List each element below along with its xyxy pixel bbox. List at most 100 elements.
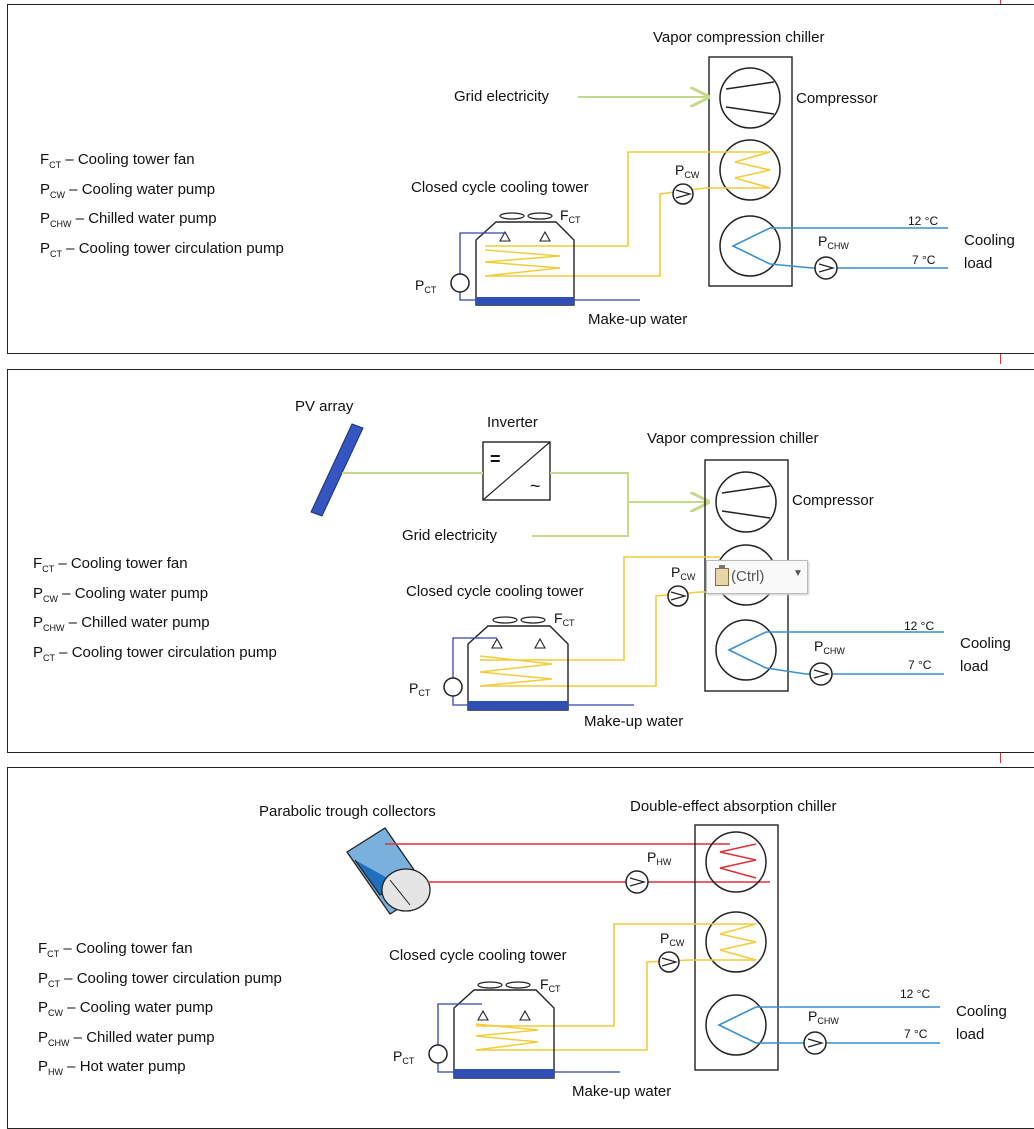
fan-icon [499,212,525,220]
svg-text:~: ~ [530,476,541,496]
fan-icon [477,981,503,989]
legend-item: FCT – Cooling tower fan [33,555,188,574]
chiller-title: Vapor compression chiller [647,430,818,447]
cooling-load-label: Cooling [960,635,1011,652]
svg-text:=: = [490,449,501,469]
chiller-housing [694,824,779,1071]
legend-item: PCHW – Chilled water pump [38,1028,215,1048]
tower-circulation-pump-icon [428,1044,448,1064]
pv-panel-icon [310,423,364,517]
condenser-icon [719,139,781,201]
legend-panel3: FCT – Cooling tower fan PCT – Cooling to… [38,937,282,1085]
cooling-load-label: Cooling [956,1003,1007,1020]
legend-item: PCW – Cooling water pump [40,180,216,200]
return-temp-label: 7 °C [904,1027,928,1041]
inverter-label: Inverter [487,414,538,431]
clipboard-icon [715,565,729,586]
cooling-water-pump-icon [658,951,680,973]
grid-electricity-label: Grid electricity [454,88,550,105]
cooling-tower-icon [475,221,575,306]
parabolic-trough-icon [346,827,431,915]
fct-label: FCT [554,610,575,628]
diagram-panel-grid-chiller [7,4,1034,354]
pchw-label: PCHW [814,638,845,656]
legend-item: PHW – Hot water pump [38,1058,186,1077]
condenser-icon [705,911,767,973]
compressor-label: Compressor [796,90,878,107]
cooling-load-label-2: load [964,255,992,272]
legend-item: PCHW – Chilled water pump [40,210,217,229]
pct-label: PCT [393,1048,415,1066]
paste-options-button[interactable]: (Ctrl) ▼ [706,560,808,594]
tower-circulation-pump-icon [450,273,470,293]
cooling-water-pump-icon [667,585,689,607]
fct-label: FCT [560,207,581,225]
evaporator-icon [719,215,781,277]
pct-label: PCT [409,680,431,698]
chevron-down-icon: ▼ [793,568,803,579]
pcw-label: PCW [675,162,700,180]
pchw-label: PCHW [818,233,849,251]
diagram-panel-pv-chiller [7,369,1034,753]
makeup-water-label: Make-up water [584,713,683,730]
cooling-tower-label: Closed cycle cooling tower [389,947,567,964]
pcw-label: PCW [671,564,696,582]
chilled-water-pump-icon [803,1031,827,1055]
collectors-label: Parabolic trough collectors [259,803,436,820]
grid-power-line [532,502,706,537]
compressor-label: Compressor [792,492,874,509]
tower-circulation-pump-icon [443,677,463,697]
pcw-label: PCW [660,930,685,948]
evaporator-icon [715,619,777,681]
evaporator-icon [705,994,767,1056]
legend-item: FCT – Cooling tower fan [38,940,193,959]
legend-item: PCHW – Chilled water pump [33,614,210,633]
chilled-water-pump-icon [814,256,838,280]
spray-nozzle-icon [477,1009,531,1021]
legend-item: PCT – Cooling tower circulation pump [38,969,282,989]
legend-item: FCT – Cooling tower fan [40,151,195,170]
cooling-load-label-2: load [956,1026,984,1043]
page-edge-mark [1000,352,1001,364]
supply-temp-label: 12 °C [908,214,938,228]
supply-temp-label: 12 °C [904,619,934,633]
cooling-water-pump-icon [672,183,694,205]
panel1-diagram: Vapor compression chiller Grid electrici… [411,29,1015,328]
spray-nozzle-icon [499,230,551,242]
chilled-water-pump-icon [809,662,833,686]
supply-temp-label: 12 °C [900,987,930,1001]
chiller-title: Double-effect absorption chiller [630,798,837,815]
cooling-load-label-2: load [960,658,988,675]
legend-panel2: FCT – Cooling tower fan PCW – Cooling wa… [33,552,277,670]
generator-icon [705,831,767,893]
legend-item: PCT – Cooling tower circulation pump [33,643,277,663]
legend-item: PCW – Cooling water pump [33,584,209,604]
return-temp-label: 7 °C [908,658,932,672]
makeup-water-label: Make-up water [588,311,687,328]
panel2-diagram: PV array Inverter = ~ Grid electricity V… [295,398,1011,730]
compressor-icon [719,67,781,129]
phw-label: PHW [647,849,672,867]
cooling-tower-label: Closed cycle cooling tower [411,179,589,196]
chiller-housing [708,56,793,287]
paste-options-label: (Ctrl) [731,568,765,585]
legend-item: PCW – Cooling water pump [38,999,214,1018]
fct-label: FCT [540,976,561,994]
hot-water-pump-icon [625,870,649,894]
chiller-title: Vapor compression chiller [653,29,824,46]
cooling-tower-label: Closed cycle cooling tower [406,583,584,600]
makeup-water-label: Make-up water [572,1083,671,1100]
pct-label: PCT [415,277,437,295]
return-temp-label: 7 °C [912,253,936,267]
compressor-icon [715,471,777,533]
panel3-diagram: Parabolic trough collectors PHW Double-e… [259,798,1007,1100]
spray-nozzle-icon [491,637,546,649]
pv-array-label: PV array [295,398,354,415]
pchw-label: PCHW [808,1008,839,1026]
cooling-load-label: Cooling [964,232,1015,249]
page-edge-mark [1000,751,1001,763]
fan-icon [492,616,518,624]
legend-item: PCT – Cooling tower circulation pump [40,239,284,259]
grid-electricity-label: Grid electricity [402,527,498,544]
